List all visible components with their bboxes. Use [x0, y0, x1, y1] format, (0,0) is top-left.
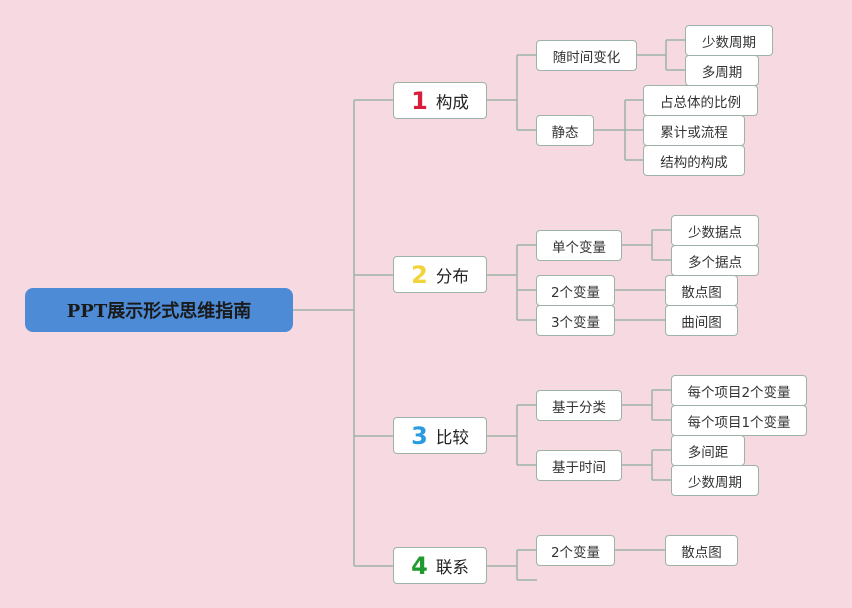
subtopic-node[interactable]: 3个变量: [536, 305, 615, 336]
leaf-node[interactable]: 少数周期: [685, 25, 773, 56]
subtopic-node[interactable]: 2个变量: [536, 535, 615, 566]
leaf-node[interactable]: 散点图: [665, 275, 738, 306]
branch-label-4: 联系: [435, 557, 469, 577]
leaf-node[interactable]: 多周期: [685, 55, 759, 86]
leaf-node[interactable]: 每个项目2个变量: [671, 375, 807, 406]
leaf-node[interactable]: 多间距: [671, 435, 745, 466]
branch-number-2: 2: [411, 260, 428, 289]
leaf-node[interactable]: 多个据点: [671, 245, 759, 276]
branch-number-1: 1: [411, 86, 428, 115]
subtopic-node[interactable]: 静态: [536, 115, 594, 146]
root-node[interactable]: PPT展示形式思维指南: [25, 288, 293, 332]
branch-label-3: 比较: [435, 427, 469, 447]
subtopic-node[interactable]: 随时间变化: [536, 40, 637, 71]
branch-node-3[interactable]: 3 比较: [393, 417, 487, 454]
branch-number-3: 3: [411, 421, 428, 450]
branch-node-4[interactable]: 4 联系: [393, 547, 487, 584]
branch-number-4: 4: [411, 551, 428, 580]
subtopic-node[interactable]: 2个变量: [536, 275, 615, 306]
leaf-node[interactable]: 结构的构成: [643, 145, 745, 176]
branch-label-2: 分布: [435, 266, 469, 286]
leaf-node[interactable]: 曲间图: [665, 305, 738, 336]
branch-node-2[interactable]: 2 分布: [393, 256, 487, 293]
leaf-node[interactable]: 散点图: [665, 535, 738, 566]
subtopic-node[interactable]: 单个变量: [536, 230, 622, 261]
leaf-node[interactable]: 占总体的比例: [643, 85, 758, 116]
branch-node-1[interactable]: 1 构成: [393, 82, 487, 119]
subtopic-node[interactable]: 基于分类: [536, 390, 622, 421]
subtopic-node[interactable]: 基于时间: [536, 450, 622, 481]
leaf-node[interactable]: 累计或流程: [643, 115, 745, 146]
leaf-node[interactable]: 少数周期: [671, 465, 759, 496]
leaf-node[interactable]: 少数据点: [671, 215, 759, 246]
leaf-node[interactable]: 每个项目1个变量: [671, 405, 807, 436]
branch-label-1: 构成: [435, 92, 469, 112]
